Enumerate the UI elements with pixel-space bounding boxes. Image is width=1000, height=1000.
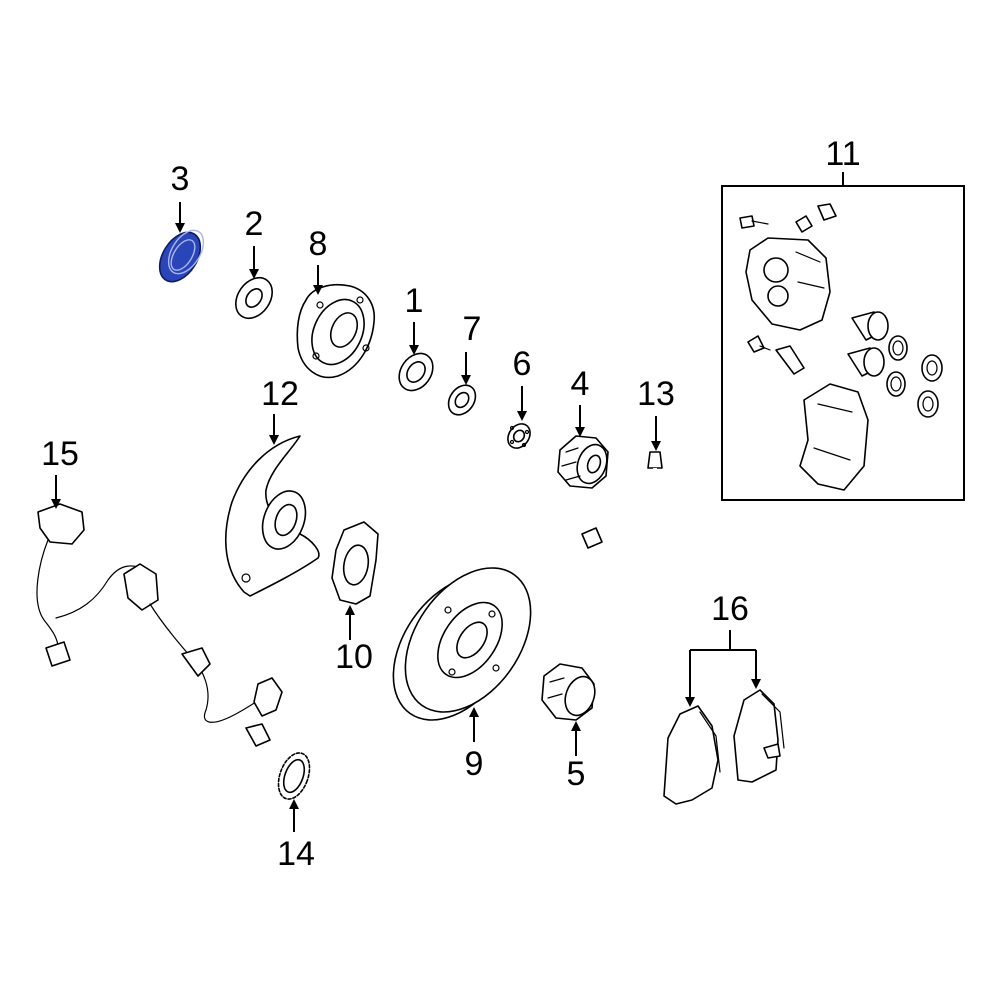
- part-13-brake-hose[interactable]: [581, 451, 663, 549]
- callout-3[interactable]: 3: [171, 160, 190, 233]
- svg-text:8: 8: [309, 225, 328, 263]
- part-12-dust-shield[interactable]: [225, 435, 320, 597]
- callout-8[interactable]: 8: [309, 225, 328, 295]
- svg-text:2: 2: [245, 205, 264, 243]
- svg-text:3: 3: [171, 160, 190, 198]
- part-3-seal[interactable]: [151, 224, 210, 289]
- part-16-brake-pads[interactable]: [663, 689, 785, 805]
- callout-2[interactable]: 2: [245, 205, 264, 279]
- part-1-bearing[interactable]: [392, 347, 440, 397]
- svg-text:13: 13: [637, 375, 675, 413]
- svg-text:7: 7: [463, 310, 482, 348]
- callout-9[interactable]: 9: [465, 707, 484, 783]
- callout-6[interactable]: 6: [513, 345, 532, 421]
- svg-text:15: 15: [41, 435, 79, 473]
- part-5-hub-cap[interactable]: [541, 663, 600, 721]
- callout-13[interactable]: 13: [637, 375, 675, 451]
- callout-11[interactable]: 11: [825, 135, 861, 186]
- part-4-locking-hub[interactable]: [557, 435, 612, 489]
- callout-10[interactable]: 10: [335, 605, 373, 676]
- part-14-tone-ring[interactable]: [273, 749, 316, 804]
- callout-14[interactable]: 14: [277, 799, 315, 873]
- part-7-seal-ring[interactable]: [443, 380, 481, 420]
- callout-7[interactable]: 7: [461, 310, 482, 385]
- callout-1[interactable]: 1: [405, 282, 424, 355]
- svg-text:6: 6: [513, 345, 532, 383]
- svg-text:5: 5: [567, 755, 586, 793]
- svg-text:16: 16: [711, 590, 749, 628]
- svg-text:4: 4: [571, 365, 590, 403]
- part-8-hub[interactable]: [296, 284, 375, 379]
- part-10-backing-plate[interactable]: [331, 521, 379, 605]
- callout-12[interactable]: 12: [261, 375, 299, 445]
- svg-text:12: 12: [261, 375, 299, 413]
- callout-4[interactable]: 4: [571, 365, 590, 437]
- part-2-washer[interactable]: [228, 271, 279, 325]
- part-15-abs-sensor-harness[interactable]: [36, 503, 283, 747]
- svg-text:14: 14: [277, 835, 315, 873]
- part-9-rotor[interactable]: [368, 545, 557, 744]
- svg-text:11: 11: [825, 135, 860, 173]
- svg-text:1: 1: [405, 282, 424, 320]
- svg-text:10: 10: [335, 638, 373, 676]
- callout-5[interactable]: 5: [567, 721, 586, 793]
- callout-15[interactable]: 15: [41, 435, 79, 509]
- part-6-lock-washer[interactable]: [503, 420, 534, 453]
- svg-text:9: 9: [465, 745, 484, 783]
- callout-16[interactable]: 16: [685, 590, 761, 707]
- part-11-caliper-kit[interactable]: [721, 185, 965, 501]
